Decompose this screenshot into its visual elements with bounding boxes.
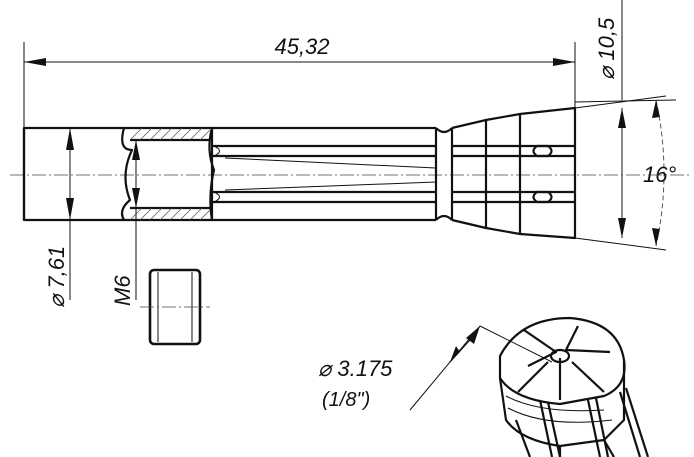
slotted-body [212, 126, 437, 222]
bore-diameter-label: ⌀ 3.175 [318, 356, 393, 381]
thread-section [120, 127, 216, 221]
head-diameter-label: ⌀ 10,5 [594, 17, 619, 80]
diameter-symbol: ⌀ [594, 61, 619, 80]
diameter-symbol-bore: ⌀ [318, 356, 337, 381]
collet-isometric-view [498, 316, 650, 457]
overall-length-dimension: 45,32 [23, 34, 576, 128]
thread-cross-section [140, 268, 210, 346]
body-diameter-arrows [66, 128, 74, 300]
thread-dimension-arrows [132, 140, 140, 300]
body-diameter-label: ⌀ 7,61 [44, 246, 69, 308]
taper-angle-label: 16° [643, 162, 676, 187]
overall-length-label: 45,32 [274, 34, 329, 59]
bore-inch-label: (1/8") [322, 389, 370, 411]
diameter-symbol-body: ⌀ [44, 289, 69, 308]
taper-head [451, 106, 577, 240]
collet-side-view [10, 106, 690, 300]
taper-angle-dimension: 16° [574, 95, 676, 251]
bore-diameter-leader [409, 325, 553, 411]
neck-groove [434, 127, 454, 221]
thread-label: M6 [110, 275, 135, 306]
head-diameter-dimension: ⌀ 10,5 [574, 0, 677, 103]
